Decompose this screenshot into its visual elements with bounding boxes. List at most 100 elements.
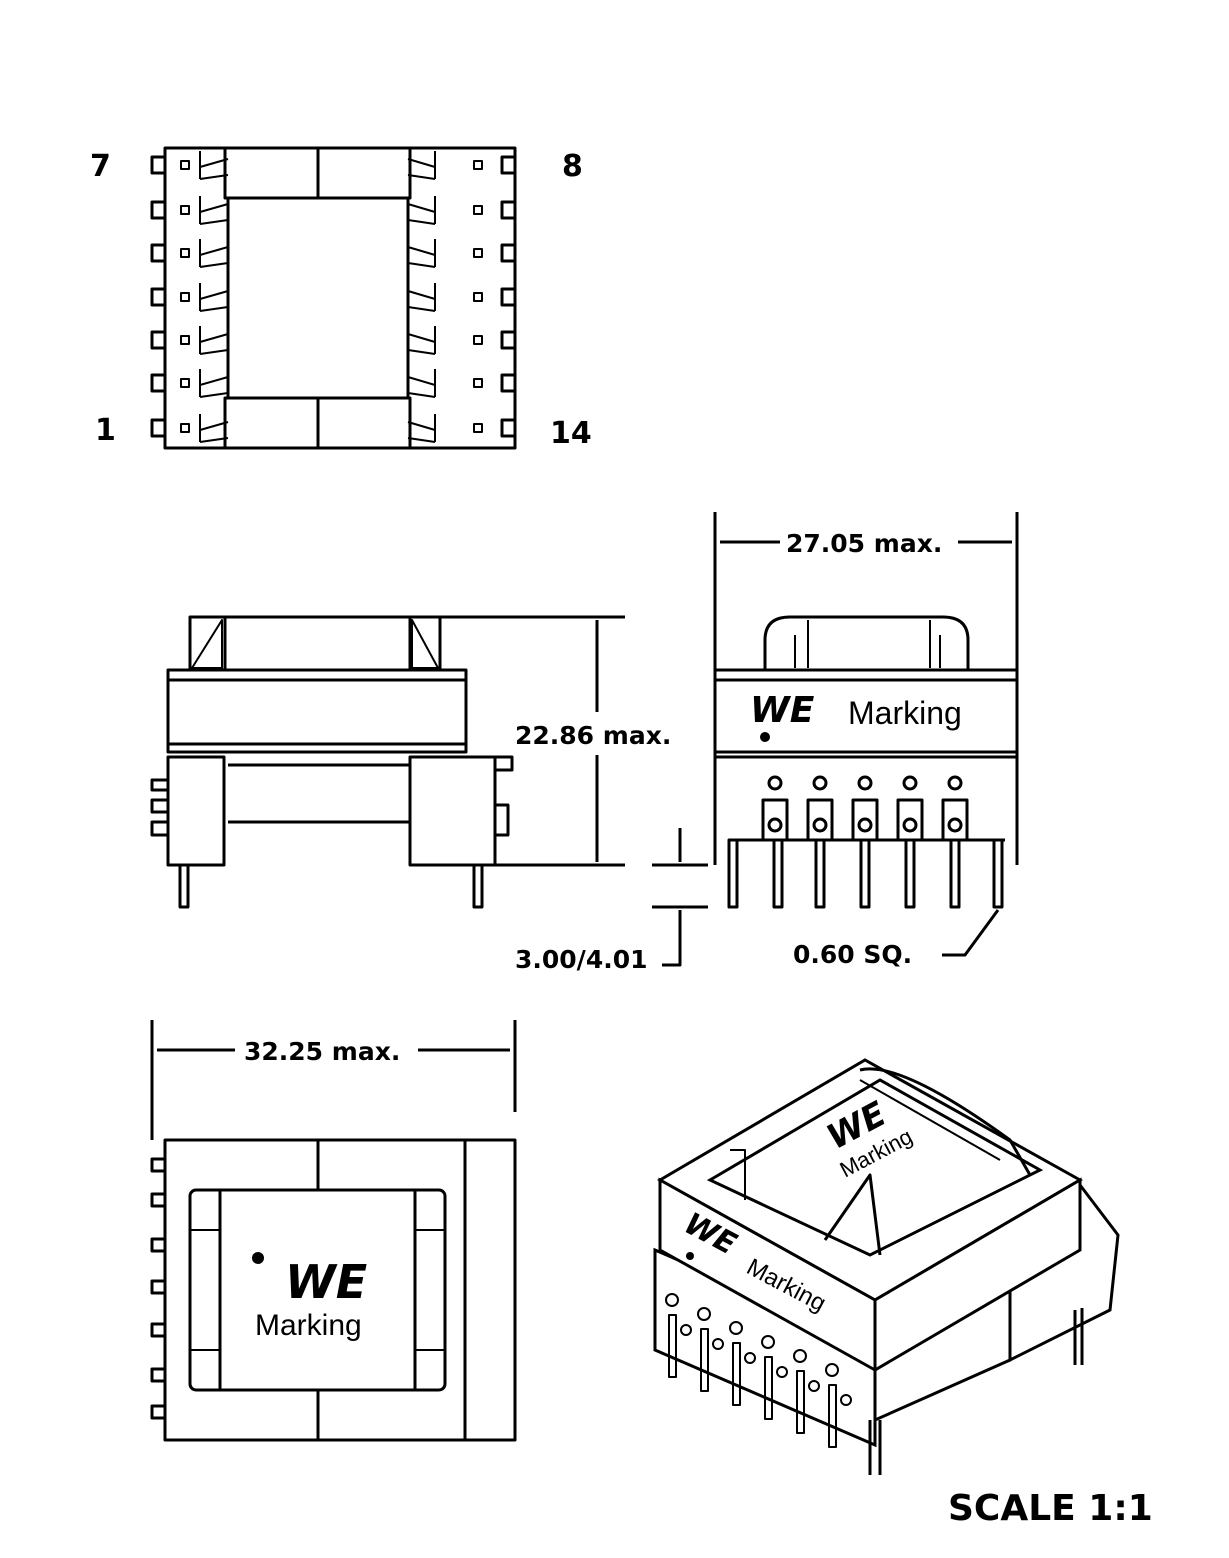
side-view: 22.86 max. <box>150 615 671 909</box>
pin <box>150 200 165 220</box>
pin-pad <box>180 160 190 170</box>
pin-hole <box>767 817 783 833</box>
pin <box>150 1367 165 1383</box>
pin-pad <box>180 335 190 345</box>
pin <box>150 1404 165 1420</box>
we-logo: WE <box>285 1255 367 1309</box>
pin <box>150 155 165 175</box>
pin-trace <box>199 283 436 312</box>
pin <box>500 155 515 175</box>
scale-label: SCALE 1:1 <box>948 1488 1153 1529</box>
pin-hole <box>767 775 783 791</box>
pin <box>727 838 739 909</box>
pin <box>150 1192 165 1208</box>
pin <box>150 287 165 307</box>
pin <box>500 200 515 220</box>
pin <box>764 1356 773 1420</box>
pin-slot <box>806 798 834 840</box>
pin-hole <box>665 1293 679 1307</box>
pin-pad <box>473 423 483 433</box>
pin-pad <box>473 248 483 258</box>
pin-hole <box>761 1335 775 1349</box>
marking-text-bottom: Marking <box>255 1309 362 1342</box>
pin-slot <box>896 798 924 840</box>
pin-hole <box>825 1363 839 1377</box>
pin-hole <box>712 1338 724 1350</box>
pin <box>150 243 165 263</box>
pin-slot <box>761 798 789 840</box>
pin-trace <box>199 196 436 225</box>
pin-hole <box>947 775 963 791</box>
pin <box>500 418 515 438</box>
pin-trace <box>199 239 436 268</box>
pin-pad <box>473 205 483 215</box>
pin-hole <box>857 775 873 791</box>
pin <box>814 838 826 909</box>
pin-hole <box>812 817 828 833</box>
pin-hole <box>857 817 873 833</box>
pin-hole <box>729 1321 743 1335</box>
pin-hole <box>680 1324 692 1336</box>
pin-size-dimension: 0.60 SQ. <box>793 940 912 969</box>
width-dimension: 27.05 max. <box>786 529 942 558</box>
bottom-view: 32.25 max. WE Marking <box>150 1020 517 1442</box>
pin-label-14: 14 <box>550 416 592 451</box>
pin-trace <box>199 369 436 398</box>
pin <box>668 1314 677 1378</box>
pin-slot <box>941 798 969 840</box>
pin-pad <box>180 292 190 302</box>
pin-pad <box>180 248 190 258</box>
pin <box>150 1279 165 1295</box>
pin-trace <box>199 414 436 443</box>
pin <box>700 1328 709 1392</box>
pin <box>500 287 515 307</box>
pin-label-1: 1 <box>95 413 116 448</box>
pin <box>828 1384 837 1448</box>
pin <box>150 1157 165 1173</box>
pin-label-7: 7 <box>90 149 111 184</box>
pin <box>150 1237 165 1253</box>
pin-pad <box>180 423 190 433</box>
pin <box>992 838 1004 909</box>
marking-text-front: Marking <box>848 695 962 731</box>
pin-pad <box>473 292 483 302</box>
pin <box>500 243 515 263</box>
pin-length-dimension: 3.00/4.01 <box>515 945 648 974</box>
height-dimension: 22.86 max. <box>515 721 671 750</box>
pin <box>150 373 165 393</box>
pin-hole <box>812 775 828 791</box>
pin <box>732 1342 741 1406</box>
pin-hole <box>840 1394 852 1406</box>
pin <box>500 373 515 393</box>
front-view: 27.05 max. WE Marking 3.00/4.01 0.60 SQ. <box>515 512 1019 974</box>
pin <box>949 838 961 909</box>
pin-hole <box>808 1380 820 1392</box>
length-dimension: 32.25 max. <box>244 1037 400 1066</box>
pin-trace <box>199 326 436 355</box>
pin-pad <box>473 160 483 170</box>
pin-hole <box>902 817 918 833</box>
pin <box>150 330 165 350</box>
top-view: 7 8 1 14 <box>90 146 592 451</box>
pin-trace <box>199 151 436 180</box>
we-logo: WE <box>750 690 815 731</box>
pin-pad <box>473 378 483 388</box>
pin-pad <box>180 378 190 388</box>
pin <box>150 418 165 438</box>
pin-hole <box>744 1352 756 1364</box>
pin-pad <box>473 335 483 345</box>
pin-hole <box>776 1366 788 1378</box>
pin-hole <box>793 1349 807 1363</box>
pin <box>150 1322 165 1338</box>
pin <box>904 838 916 909</box>
pin-slot <box>851 798 879 840</box>
pin-hole <box>697 1307 711 1321</box>
pin-label-8: 8 <box>562 149 583 184</box>
pin <box>859 838 871 909</box>
pin-hole <box>902 775 918 791</box>
pin <box>772 838 784 909</box>
pin <box>796 1370 805 1434</box>
pin-hole <box>947 817 963 833</box>
pin-pad <box>180 205 190 215</box>
